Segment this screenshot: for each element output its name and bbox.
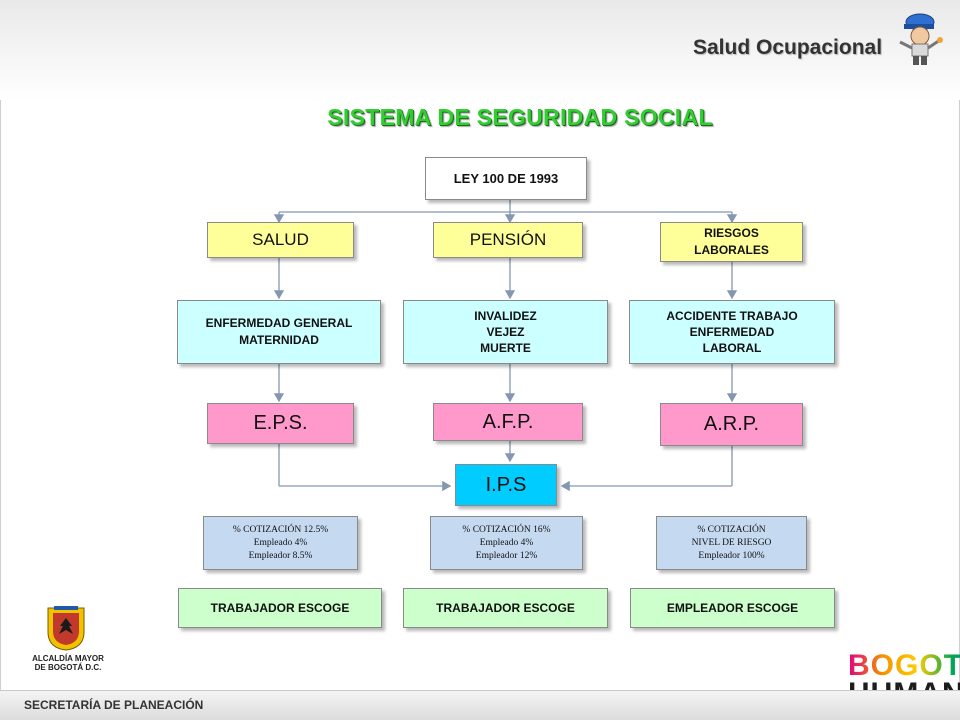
coverage-riesgos-line1: ACCIDENTE TRABAJO: [666, 309, 798, 323]
contribution-riesgos-line1: % COTIZACIÓN: [697, 524, 766, 535]
root-node: LEY 100 DE 1993: [425, 157, 587, 200]
header-gradient: [0, 0, 960, 100]
alcaldia-line1: ALCALDÍA MAYOR: [32, 654, 104, 663]
brand-label: Salud Ocupacional: [693, 36, 883, 59]
entity-afp: A.F.P.: [433, 403, 583, 441]
alcaldia-line2: DE BOGOTÁ D.C.: [34, 663, 102, 672]
coverage-pension: INVALIDEZ VEJEZ MUERTE: [403, 300, 608, 364]
page-title: SISTEMA DE SEGURIDAD SOCIAL: [327, 104, 713, 130]
alcaldia-label: ALCALDÍA MAYOR DE BOGOTÁ D.C.: [22, 654, 114, 672]
coverage-pension-line3: MUERTE: [480, 341, 531, 355]
provider-ips: I.P.S: [455, 464, 557, 506]
root-label: LEY 100 DE 1993: [453, 171, 559, 186]
choice-pension: TRABAJADOR ESCOGE: [403, 588, 608, 628]
contribution-salud-line2: Empleado 4%: [253, 537, 308, 548]
entity-arp-label: A.R.P.: [703, 413, 760, 435]
category-riesgos: RIESGOS LABORALES: [660, 222, 803, 262]
entity-eps-label: E.P.S.: [253, 412, 308, 434]
coverage-pension-line2: VEJEZ: [486, 325, 525, 339]
contribution-pension-line1: % COTIZACIÓN 16%: [462, 524, 551, 535]
footer-department: SECRETARÍA DE PLANEACIÓN: [24, 698, 204, 712]
contribution-riesgos-line3: Empleador 100%: [698, 550, 765, 561]
entity-afp-label: A.F.P.: [482, 410, 534, 433]
category-pension-label: PENSIÓN: [469, 230, 547, 249]
category-riesgos-line2: LABORALES: [694, 243, 769, 257]
coverage-salud: ENFERMEDAD GENERAL MATERNIDAD: [177, 300, 381, 364]
provider-ips-label: I.P.S: [485, 473, 527, 496]
coverage-riesgos-line3: LABORAL: [702, 341, 762, 355]
choice-riesgos: EMPLEADOR ESCOGE: [630, 588, 835, 628]
category-pension: PENSIÓN: [433, 222, 583, 258]
contribution-riesgos-line2: NIVEL DE RIESGO: [691, 537, 772, 548]
contribution-salud-line3: Empleador 8.5%: [248, 550, 313, 561]
mascot-icon: [899, 13, 943, 65]
category-riesgos-line1: RIESGOS: [704, 226, 759, 240]
category-salud-label: SALUD: [252, 230, 309, 249]
coverage-salud-line1: ENFERMEDAD GENERAL: [205, 316, 353, 330]
contribution-pension-line3: Empleador 12%: [475, 550, 538, 561]
entity-eps: E.P.S.: [207, 403, 354, 444]
choice-pension-label: TRABAJADOR ESCOGE: [436, 601, 575, 615]
contribution-pension: % COTIZACIÓN 16% Empleado 4% Empleador 1…: [430, 516, 583, 570]
contribution-pension-line2: Empleado 4%: [479, 537, 534, 548]
category-salud: SALUD: [207, 222, 354, 258]
coverage-riesgos: ACCIDENTE TRABAJO ENFERMEDAD LABORAL: [629, 300, 835, 364]
choice-salud: TRABAJADOR ESCOGE: [178, 588, 382, 628]
coverage-riesgos-line2: ENFERMEDAD: [689, 325, 775, 339]
coverage-pension-line1: INVALIDEZ: [474, 309, 537, 323]
coat-of-arms-icon: [47, 606, 85, 651]
contribution-salud-line1: % COTIZACIÓN 12.5%: [232, 524, 329, 535]
footer-bar: [0, 690, 960, 720]
choice-riesgos-label: EMPLEADOR ESCOGE: [666, 601, 799, 615]
contribution-riesgos: % COTIZACIÓN NIVEL DE RIESGO Empleador 1…: [656, 516, 807, 570]
logo-line1: BOGOTÁ: [848, 651, 960, 681]
contribution-salud: % COTIZACIÓN 12.5% Empleado 4% Empleador…: [203, 516, 358, 570]
coverage-salud-line2: MATERNIDAD: [239, 333, 319, 347]
entity-arp: A.R.P.: [660, 403, 803, 446]
choice-salud-label: TRABAJADOR ESCOGE: [210, 601, 350, 615]
